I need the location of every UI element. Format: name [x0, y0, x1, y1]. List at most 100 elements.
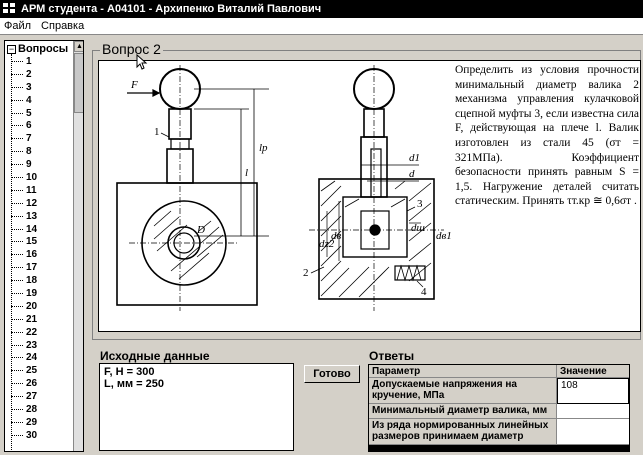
tree-item[interactable]: 11: [11, 184, 37, 197]
input-data-label: Исходные данные: [100, 349, 210, 363]
tree-item[interactable]: 7: [11, 132, 37, 145]
menu-help[interactable]: Справка: [41, 20, 85, 32]
tree-item-label: 7: [26, 133, 32, 145]
tree-branch-line: [11, 215, 23, 217]
tree-item[interactable]: 8: [11, 145, 37, 158]
tree-branch-line: [11, 86, 23, 88]
tree-item-label: 15: [26, 236, 38, 248]
tree-item[interactable]: 23: [11, 339, 37, 352]
tree-branch-line: [11, 189, 23, 191]
tree-branch-line: [11, 164, 23, 166]
tree-branch-line: [11, 421, 23, 423]
tree-item-label: 19: [26, 287, 38, 299]
label-dv1: dв1: [436, 230, 452, 242]
tree-item[interactable]: 21: [11, 313, 37, 326]
input-line-length: L, мм = 250: [104, 378, 164, 390]
question-content: F lp l 1 D d1 d dш dв dz2 dв1 2 3 4 Опре…: [98, 60, 641, 332]
tree-item-label: 12: [26, 197, 38, 209]
tree-item-label: 5: [26, 107, 32, 119]
tree-branch-line: [11, 267, 23, 269]
tree-item[interactable]: 27: [11, 390, 37, 403]
tree-item[interactable]: 14: [11, 223, 37, 236]
label-dv: dв: [331, 230, 342, 242]
tree-branch-line: [11, 254, 23, 256]
input-data-box[interactable]: F, H = 300 L, мм = 250: [99, 363, 294, 451]
tree-root-label: Вопросы: [18, 43, 69, 55]
tree-scrollbar[interactable]: ▲: [73, 41, 83, 451]
menu-file[interactable]: Файл: [4, 20, 32, 32]
tree-branch-line: [11, 151, 23, 153]
tree-item-label: 30: [26, 429, 38, 441]
tree-branch-line: [11, 434, 23, 436]
tree-branch-line: [11, 176, 23, 178]
tree-item[interactable]: 15: [11, 235, 37, 248]
tree-item[interactable]: 1: [11, 55, 37, 68]
tree-item-label: 20: [26, 300, 38, 312]
tree-item[interactable]: 4: [11, 94, 37, 107]
app-icon: [3, 3, 17, 15]
tree-item[interactable]: 9: [11, 158, 37, 171]
tree-root-questions[interactable]: − Вопросы: [7, 43, 68, 55]
tree-item[interactable]: 29: [11, 416, 37, 429]
tree-item[interactable]: 19: [11, 287, 37, 300]
header-value: Значение: [557, 365, 629, 378]
label-d1: d1: [409, 152, 420, 164]
tree-item[interactable]: 22: [11, 326, 37, 339]
tree-item-label: 25: [26, 365, 38, 377]
input-line-force: F, H = 300: [104, 366, 155, 378]
answers-table: Параметр Значение Допускаемые напряжения…: [368, 364, 630, 452]
label-part-2: 2: [303, 267, 309, 279]
tree-item[interactable]: 25: [11, 364, 37, 377]
scroll-thumb[interactable]: [74, 53, 83, 113]
tree-branch-line: [11, 396, 23, 398]
tree-item-label: 24: [26, 352, 38, 364]
tree-item[interactable]: 5: [11, 107, 37, 120]
tree-item[interactable]: 6: [11, 119, 37, 132]
tree-item-label: 13: [26, 210, 38, 222]
tree-item[interactable]: 10: [11, 171, 37, 184]
answer-value-input[interactable]: [557, 404, 629, 419]
tree-item-label: 17: [26, 262, 38, 274]
tree-item-label: 22: [26, 326, 38, 338]
tree-item-label: 8: [26, 146, 32, 158]
answers-header-row: Параметр Значение: [369, 365, 629, 378]
label-dz2: dz2: [319, 238, 335, 250]
header-param: Параметр: [369, 365, 557, 378]
answer-value-input[interactable]: [557, 419, 629, 445]
tree-branch-line: [11, 60, 23, 62]
tree-branch-line: [11, 357, 23, 359]
mechanism-drawing: F lp l 1 D d1 d dш dв dz2 dв1 2 3 4: [116, 65, 452, 311]
scroll-up-icon[interactable]: ▲: [74, 41, 83, 52]
tree-item[interactable]: 24: [11, 351, 37, 364]
tree-item[interactable]: 30: [11, 429, 37, 442]
label-D: D: [196, 224, 205, 236]
table-row: Минимальный диаметр валика, мм: [369, 404, 629, 419]
tree-item[interactable]: 13: [11, 210, 37, 223]
tree-item-label: 26: [26, 378, 38, 390]
tree-item-label: 16: [26, 249, 38, 261]
tree-branch-line: [11, 228, 23, 230]
label-lp: lp: [259, 142, 268, 154]
tree-item[interactable]: 28: [11, 403, 37, 416]
tree-item[interactable]: 12: [11, 197, 37, 210]
tree-item-label: 14: [26, 223, 38, 235]
tree-item[interactable]: 3: [11, 81, 37, 94]
tree-branch-line: [11, 292, 23, 294]
tree-item[interactable]: 18: [11, 274, 37, 287]
mouse-cursor-icon: [136, 54, 148, 70]
tree-item-label: 28: [26, 403, 38, 415]
tree-item-label: 21: [26, 313, 38, 325]
tree-branch-line: [11, 280, 23, 282]
tree-item-label: 6: [26, 120, 32, 132]
label-part-1: 1: [154, 126, 160, 138]
tree-item[interactable]: 20: [11, 300, 37, 313]
answer-value-input[interactable]: 108: [557, 378, 629, 404]
label-l: l: [245, 167, 248, 179]
tree-item[interactable]: 16: [11, 248, 37, 261]
tree-item[interactable]: 2: [11, 68, 37, 81]
tree-item[interactable]: 17: [11, 261, 37, 274]
ready-button[interactable]: Готово: [304, 365, 360, 383]
tree-item[interactable]: 26: [11, 377, 37, 390]
collapse-icon[interactable]: −: [7, 43, 16, 54]
